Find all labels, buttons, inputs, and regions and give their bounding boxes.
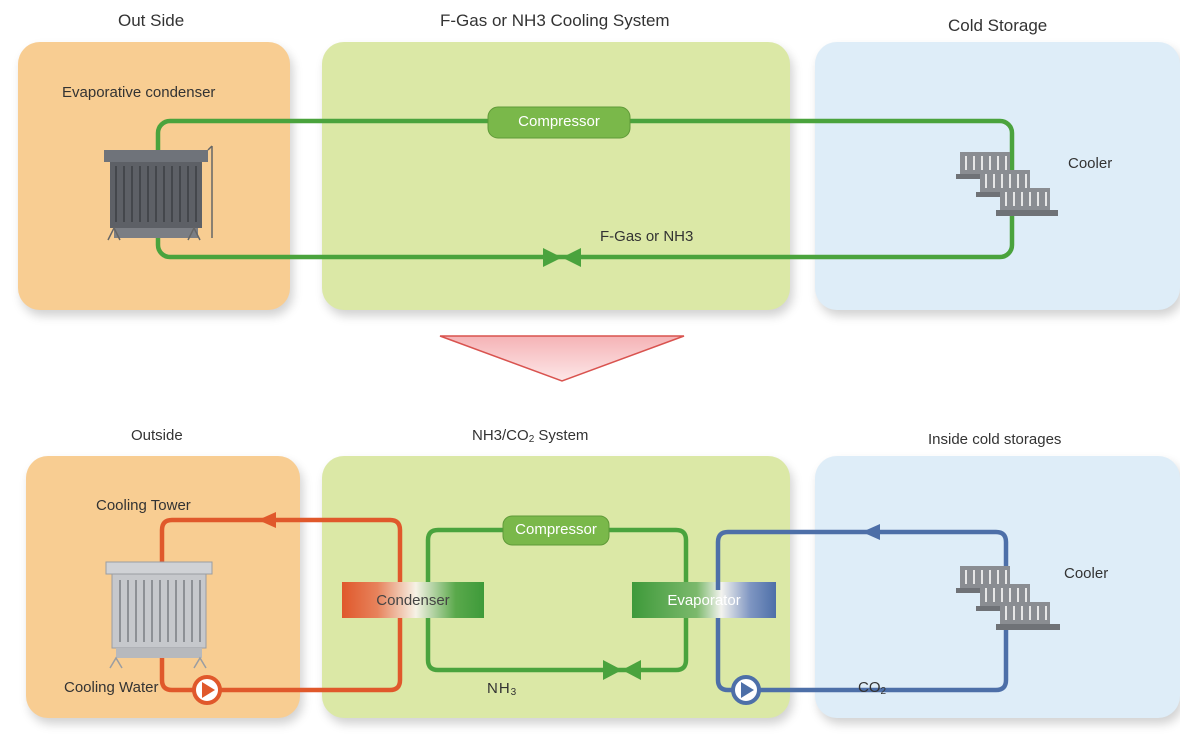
- bottom-compressor-box: [502, 515, 610, 546]
- top-compressor-label: Compressor: [518, 113, 600, 130]
- top-outside-heading: Out Side: [118, 11, 185, 30]
- bottom-cooler-units-icon: [956, 566, 1060, 630]
- condenser-label: Condenser: [376, 592, 450, 609]
- cooling-water-pump-icon: [192, 675, 222, 705]
- bottom-cold-storage-heading: Inside cold storages: [928, 431, 1062, 448]
- bottom-cooler-label: Cooler: [1064, 565, 1109, 582]
- condenser-box: [342, 582, 484, 618]
- bottom-outside-heading: Outside: [131, 427, 183, 444]
- cooling-water-flow-arrow-icon: [258, 512, 276, 528]
- cooling-water-label: Cooling Water: [64, 679, 159, 696]
- cooling-tower-label: Cooling Tower: [96, 497, 191, 514]
- co2-flow-arrow-icon: [862, 524, 880, 540]
- bottom-compressor-label: Compressor: [515, 521, 597, 538]
- top-refrigerant-loop: [155, 118, 1015, 260]
- top-cooler-units-icon: [956, 152, 1058, 216]
- evaporative-condenser-icon: [104, 145, 213, 241]
- bottom-system-heading: NH3/CO2 System: [472, 427, 588, 445]
- bottom-system-heading-main: NH3/CO: [472, 427, 529, 444]
- evaporator-label: Evaporator: [667, 592, 741, 609]
- top-refrigerant-label: F-Gas or NH3: [600, 228, 694, 245]
- bottom-system-heading-tail: System: [534, 427, 589, 444]
- nh3-label-main: NH: [487, 680, 511, 697]
- top-system-heading: F-Gas or NH3 Cooling System: [440, 11, 670, 30]
- top-compressor-box: [487, 106, 631, 139]
- nh3-expansion-valve-icon: [603, 660, 641, 680]
- evaporator-box: [632, 582, 776, 618]
- top-expansion-valve-icon: [543, 248, 581, 267]
- cooling-tower-icon: [105, 561, 213, 669]
- transition-down-arrow: [439, 335, 685, 382]
- bottom-system-heading-sub: 2: [528, 434, 535, 445]
- co2-label-sub: 2: [880, 686, 887, 697]
- top-cooler-label: Cooler: [1068, 155, 1113, 172]
- top-cold-storage-heading: Cold Storage: [948, 16, 1048, 35]
- top-system-panel: [322, 42, 790, 310]
- nh3-label-sub: 3: [510, 687, 518, 698]
- co2-label: CO2: [858, 679, 886, 697]
- evaporative-condenser-label: Evaporative condenser: [62, 84, 216, 101]
- nh3-label: NH3: [487, 680, 517, 698]
- nh3-loop-left: [425, 618, 689, 673]
- co2-pump-icon: [731, 675, 761, 705]
- co2-label-main: CO: [858, 679, 881, 696]
